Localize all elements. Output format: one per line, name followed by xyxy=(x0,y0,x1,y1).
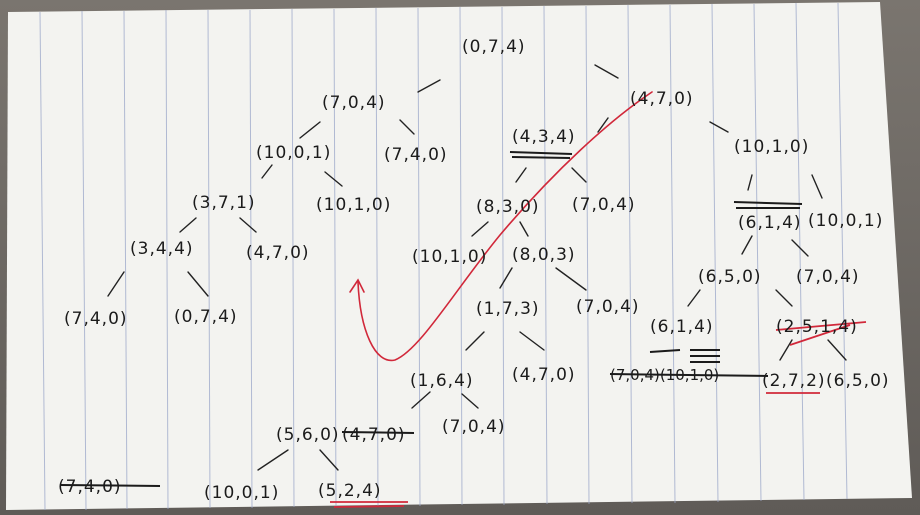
node-label: (5,6,0) xyxy=(276,425,340,445)
node-label: (7,0,4) xyxy=(576,297,640,317)
node-label: (10,1,0) xyxy=(412,247,487,267)
red-arrow-head xyxy=(349,278,365,293)
node-label: (7,0,4) xyxy=(572,195,636,215)
node-label: (10,0,1) xyxy=(256,143,331,163)
tree-nodes: (0,7,4) (7,0,4) (4,7,0) (10,0,1) (7,4,0)… xyxy=(58,37,890,503)
node-label: (2,7,2) xyxy=(762,371,826,391)
red-arrow-curve xyxy=(357,91,653,362)
ruling-lines xyxy=(39,2,848,511)
node-label: (7,4,0) xyxy=(64,309,128,329)
node-label: (4,7,0) xyxy=(630,89,694,109)
node-label: (6,1,4) xyxy=(738,213,802,233)
strike-throughs xyxy=(59,151,803,487)
node-label: (7,0,4)(10,1,0) xyxy=(610,366,719,384)
node-label: (2,5,1,4) xyxy=(776,317,858,337)
node-label: (6,5,0) xyxy=(826,371,890,391)
node-label: (10,1,0) xyxy=(316,195,391,215)
node-label: (3,7,1) xyxy=(192,193,256,213)
node-label: (7,0,4) xyxy=(322,93,386,113)
node-label: (7,4,0) xyxy=(58,477,122,497)
node-label: (0,7,4) xyxy=(462,37,526,57)
node-label: (4,3,4) xyxy=(512,127,576,147)
node-label: (0,7,4) xyxy=(174,307,238,327)
red-strikes xyxy=(330,321,867,508)
paper-sheet xyxy=(6,2,912,510)
node-label: (8,3,0) xyxy=(476,197,540,217)
node-label: (7,0,4) xyxy=(796,267,860,287)
node-label: (7,4,0) xyxy=(384,145,448,165)
node-label: (6,1,4) xyxy=(650,317,714,337)
node-label: (4,7,0) xyxy=(342,425,406,445)
node-label: (8,0,3) xyxy=(512,245,576,265)
node-label: (6,5,0) xyxy=(698,267,762,287)
node-label: (7,0,4) xyxy=(442,417,506,437)
node-label: (3,4,4) xyxy=(130,239,194,259)
red-arrow xyxy=(349,91,653,362)
node-label: (10,0,1) xyxy=(204,483,279,503)
tree-edges xyxy=(107,64,847,471)
node-label: (5,2,4) xyxy=(318,481,382,501)
node-label: (4,7,0) xyxy=(246,243,310,263)
node-label: (10,0,1) xyxy=(808,211,883,231)
node-label: (10,1,0) xyxy=(734,137,809,157)
node-label: (1,6,4) xyxy=(410,371,474,391)
node-label: (4,7,0) xyxy=(512,365,576,385)
node-label: (1,7,3) xyxy=(476,299,540,319)
